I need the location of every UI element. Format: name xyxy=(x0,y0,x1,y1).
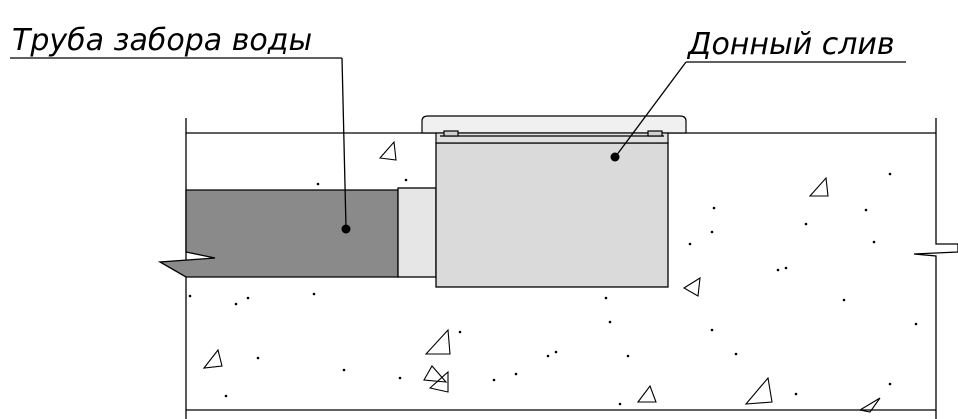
aggregate-dot xyxy=(626,354,630,358)
aggregate-dot xyxy=(458,330,462,334)
aggregate-dot xyxy=(914,322,918,326)
pipe-label: Труба забора воды xyxy=(12,23,312,58)
aggregate-triangle xyxy=(744,376,773,405)
aggregate-dot xyxy=(492,378,496,382)
aggregate-triangle xyxy=(682,276,701,297)
intake-pipe xyxy=(157,189,399,278)
pipe-leader xyxy=(10,57,347,229)
aggregate-dot xyxy=(188,294,192,298)
aggregate-triangle xyxy=(808,176,829,197)
aggregate-dot xyxy=(734,352,738,356)
drain-body xyxy=(435,142,669,288)
concrete-aggregate xyxy=(202,140,881,413)
aggregate-dot xyxy=(842,298,846,302)
aggregate-dot xyxy=(872,240,876,244)
concrete-dots xyxy=(188,172,918,406)
aggregate-triangle xyxy=(378,140,397,161)
aggregate-dot xyxy=(776,268,780,272)
aggregate-triangle xyxy=(636,384,657,403)
aggregate-dot xyxy=(554,350,558,354)
aggregate-dot xyxy=(604,296,608,300)
pipe-leader-dot xyxy=(341,224,351,234)
drain-cover xyxy=(421,115,687,144)
drain-leader xyxy=(615,61,906,157)
pipe-collar xyxy=(397,187,437,278)
aggregate-dot xyxy=(234,302,238,306)
slab-right-break-line xyxy=(913,118,958,419)
aggregate-dot xyxy=(224,394,228,398)
intake-pipe-body xyxy=(157,189,399,278)
drain-label: Донный слив xyxy=(686,27,895,62)
aggregate-triangle xyxy=(202,348,223,369)
drain-leader-line xyxy=(615,61,687,157)
aggregate-dot xyxy=(804,222,808,226)
aggregate-triangle xyxy=(424,328,451,355)
aggregate-dot xyxy=(546,354,550,358)
aggregate-dot xyxy=(688,242,692,246)
aggregate-triangle xyxy=(858,397,881,413)
aggregate-dot xyxy=(710,328,714,332)
flange-clip-right xyxy=(647,130,663,137)
aggregate-dot xyxy=(712,206,716,210)
aggregate-dot xyxy=(794,392,798,396)
drain-cover-plate xyxy=(421,115,687,134)
aggregate-dot xyxy=(864,208,868,212)
aggregate-triangle xyxy=(428,370,449,393)
flange-clip-left xyxy=(443,130,459,137)
aggregate-dot xyxy=(514,372,518,376)
aggregate-dot xyxy=(404,178,408,182)
aggregate-dot xyxy=(618,402,622,406)
drain-leader-dot xyxy=(610,152,620,162)
aggregate-dot xyxy=(312,292,316,296)
aggregate-triangle xyxy=(423,365,448,383)
aggregate-dot xyxy=(888,172,892,176)
aggregate-dot xyxy=(398,376,402,380)
drain-flange xyxy=(435,132,669,144)
aggregate-dot xyxy=(888,382,892,386)
aggregate-dot xyxy=(256,356,260,360)
aggregate-dot xyxy=(784,266,788,270)
aggregate-dot xyxy=(316,182,320,186)
aggregate-dot xyxy=(342,368,346,372)
pipe-leader-line xyxy=(341,57,347,229)
aggregate-dot xyxy=(246,296,250,300)
aggregate-dot xyxy=(608,320,612,324)
aggregate-dot xyxy=(710,230,714,234)
